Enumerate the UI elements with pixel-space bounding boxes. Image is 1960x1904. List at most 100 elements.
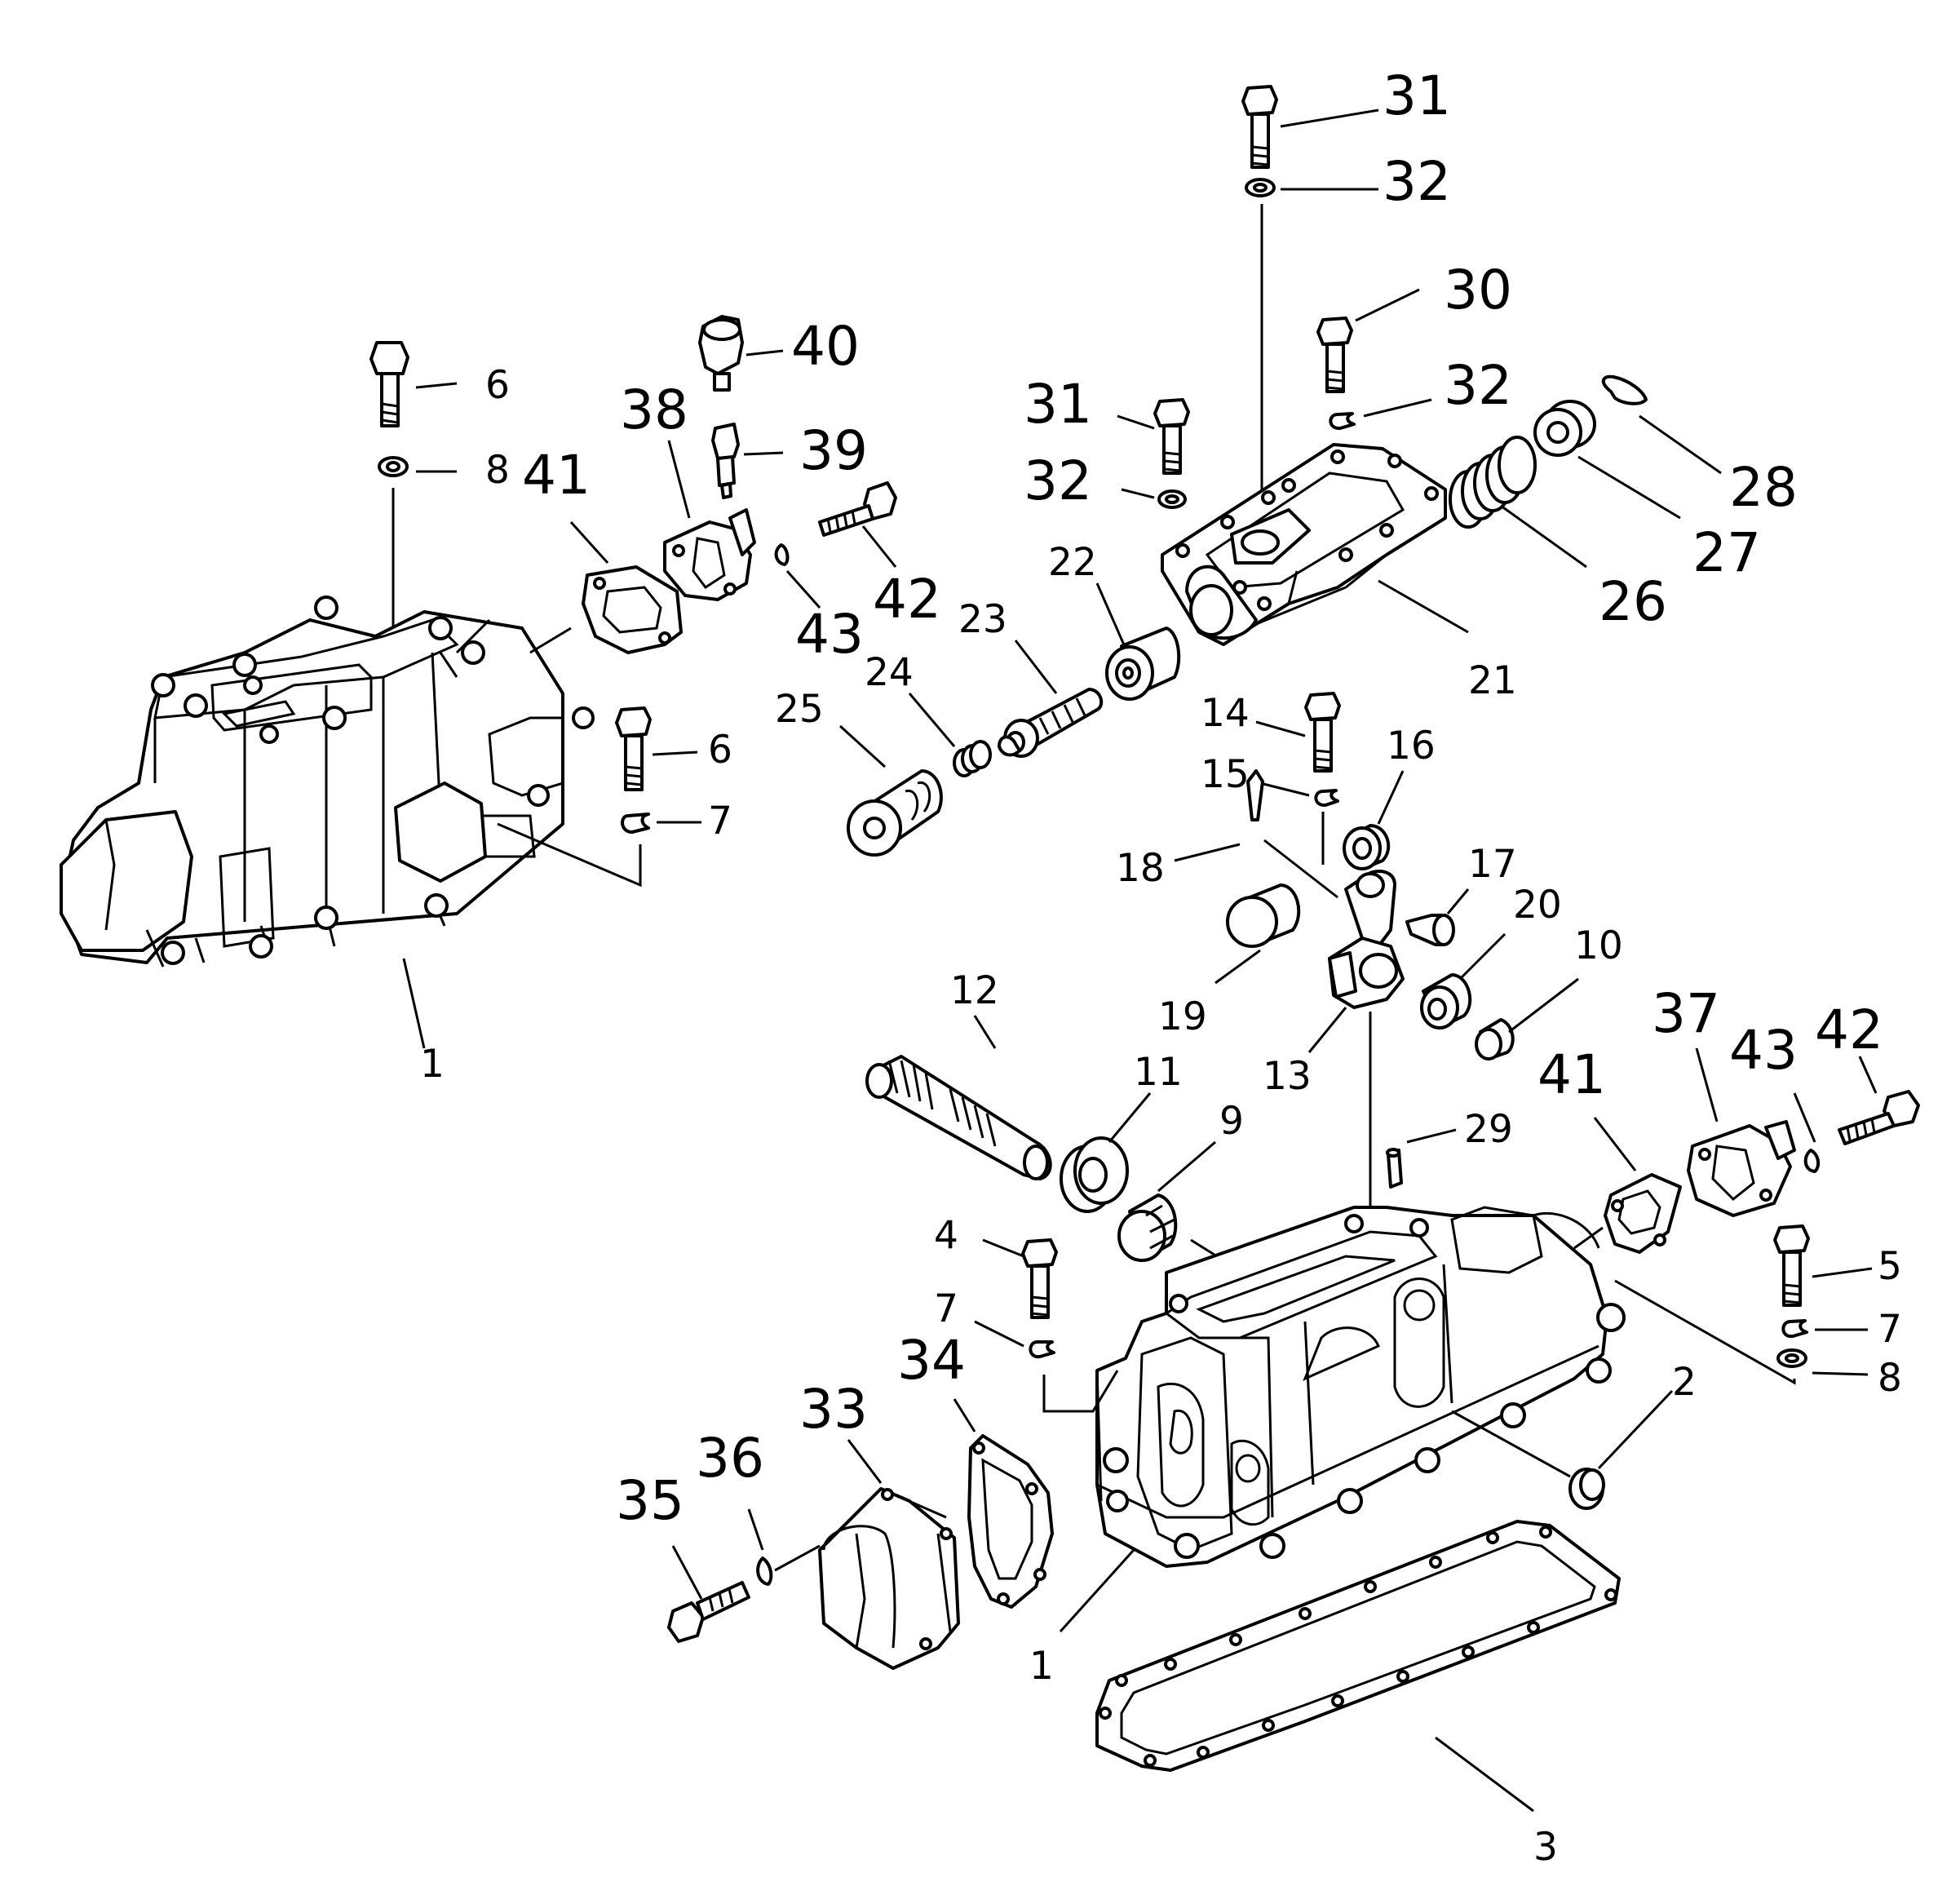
valve-spool-23: [998, 640, 1104, 758]
shaft-12: [865, 1015, 1052, 1180]
bolt-5: [1773, 1224, 1873, 1307]
callout-1-left: 1: [420, 1042, 445, 1087]
callout-10: 10: [1574, 923, 1623, 968]
callout-19: 19: [1158, 994, 1207, 1039]
callout-32-mid: 32: [1024, 449, 1092, 512]
washer-36: [747, 1508, 821, 1586]
callout-43-left: 43: [795, 603, 864, 666]
callout-43-right: 43: [1729, 1019, 1798, 1082]
callout-24: 24: [865, 650, 914, 695]
spring-26: [1449, 436, 1587, 569]
lever-13: [1307, 870, 1405, 1297]
bushing-20: [1420, 932, 1507, 1029]
bushing-19: [1214, 883, 1301, 985]
callout-7-right: 7: [1878, 1307, 1902, 1352]
bolt-14: [1255, 692, 1341, 773]
collar-16: [1343, 770, 1405, 870]
callout-42-left: 42: [873, 568, 941, 631]
callout-41-right: 41: [1537, 1043, 1606, 1106]
washer-8-right: [1614, 1279, 1869, 1385]
callout-12: 12: [950, 968, 999, 1013]
callout-27: 27: [1692, 521, 1761, 584]
callout-3: 3: [1533, 1825, 1558, 1870]
callout-34: 34: [897, 1329, 966, 1392]
gasket-34: [953, 1398, 1054, 1609]
callout-8-left: 8: [485, 448, 510, 493]
callout-labels: 1 1 2 3 4 5 6 6 7 7 7 8 8 9 10 11 12 13 …: [420, 64, 1902, 1870]
callout-31-mid: 31: [1024, 373, 1092, 436]
callout-6-mid: 6: [708, 728, 732, 773]
bolt-31-mid: [1117, 398, 1190, 475]
callout-1-right: 1: [1029, 1644, 1054, 1689]
callout-41-left: 41: [522, 444, 591, 507]
washer-7-mid: [974, 1320, 1119, 1413]
bolt-6-top: [369, 341, 458, 427]
callout-29: 29: [1464, 1107, 1513, 1152]
seal-2: [1451, 1389, 1674, 1510]
callout-31-top: 31: [1383, 64, 1451, 127]
washer-8-left: [378, 456, 457, 628]
washer-32-mid: [1121, 488, 1187, 509]
switch-39: [711, 423, 784, 499]
washer-32-right: [1329, 398, 1432, 430]
callout-37: 37: [1652, 982, 1720, 1045]
callout-17: 17: [1468, 842, 1517, 887]
pin-18: [1174, 769, 1338, 899]
washer-43-right: [1793, 1092, 1821, 1173]
bolt-42-right: [1838, 1056, 1920, 1145]
callout-4: 4: [934, 1213, 958, 1258]
bolt-17: [1405, 888, 1470, 946]
bolt-30: [1316, 288, 1420, 393]
callout-30: 30: [1444, 259, 1512, 321]
callout-38: 38: [620, 379, 688, 441]
gasket-3: [1095, 1520, 1621, 1813]
callout-16: 16: [1387, 724, 1436, 768]
gasket-41-right: [1573, 1117, 1682, 1254]
pin-29: [1386, 1128, 1457, 1189]
bolt-31-top: [1241, 85, 1379, 169]
callout-39: 39: [799, 419, 868, 482]
callout-32-right: 32: [1444, 354, 1512, 417]
callout-40: 40: [791, 315, 860, 378]
callout-33: 33: [799, 1378, 868, 1441]
callout-8-right: 8: [1878, 1356, 1902, 1401]
callout-20: 20: [1513, 883, 1562, 928]
callout-23: 23: [958, 597, 1007, 642]
bolt-42-left: [818, 481, 897, 568]
washer-43-left: [774, 543, 821, 609]
washer-7-left: [497, 813, 701, 888]
callout-42-right: 42: [1815, 998, 1883, 1061]
callout-28: 28: [1729, 456, 1798, 519]
callout-line-1-left: [402, 958, 426, 1049]
valve-cover-21: [1161, 443, 1469, 646]
callout-35: 35: [616, 1469, 684, 1532]
bolt-35: [667, 1545, 750, 1643]
callout-32-top: 32: [1383, 150, 1451, 213]
snap-ring-28: [1601, 374, 1722, 475]
bolt-4: [982, 1238, 1058, 1319]
callout-22: 22: [1048, 540, 1097, 585]
bearing-10: [1475, 977, 1579, 1060]
callout-26: 26: [1599, 570, 1667, 633]
plug-22: [1095, 582, 1181, 701]
plug-40: [698, 315, 784, 392]
callout-11: 11: [1134, 1050, 1183, 1095]
callout-15: 15: [1201, 752, 1250, 797]
cover-33: [818, 1439, 960, 1670]
callout-36: 36: [696, 1427, 764, 1490]
cover-37: [1687, 1047, 1796, 1217]
callout-7-left: 7: [708, 799, 732, 844]
bolt-6-mid: [615, 706, 698, 791]
bearing-9: [1117, 1140, 1224, 1262]
callout-21: 21: [1468, 658, 1517, 703]
piston-25: [838, 724, 943, 857]
callout-7-mid: 7: [934, 1286, 958, 1331]
callout-14: 14: [1201, 691, 1250, 736]
callout-2: 2: [1672, 1360, 1697, 1405]
callout-13: 13: [1263, 1054, 1312, 1099]
callout-6-top: 6: [485, 363, 510, 408]
callout-18: 18: [1116, 846, 1165, 891]
callout-25: 25: [775, 687, 824, 732]
retainer-27: [1533, 400, 1681, 520]
